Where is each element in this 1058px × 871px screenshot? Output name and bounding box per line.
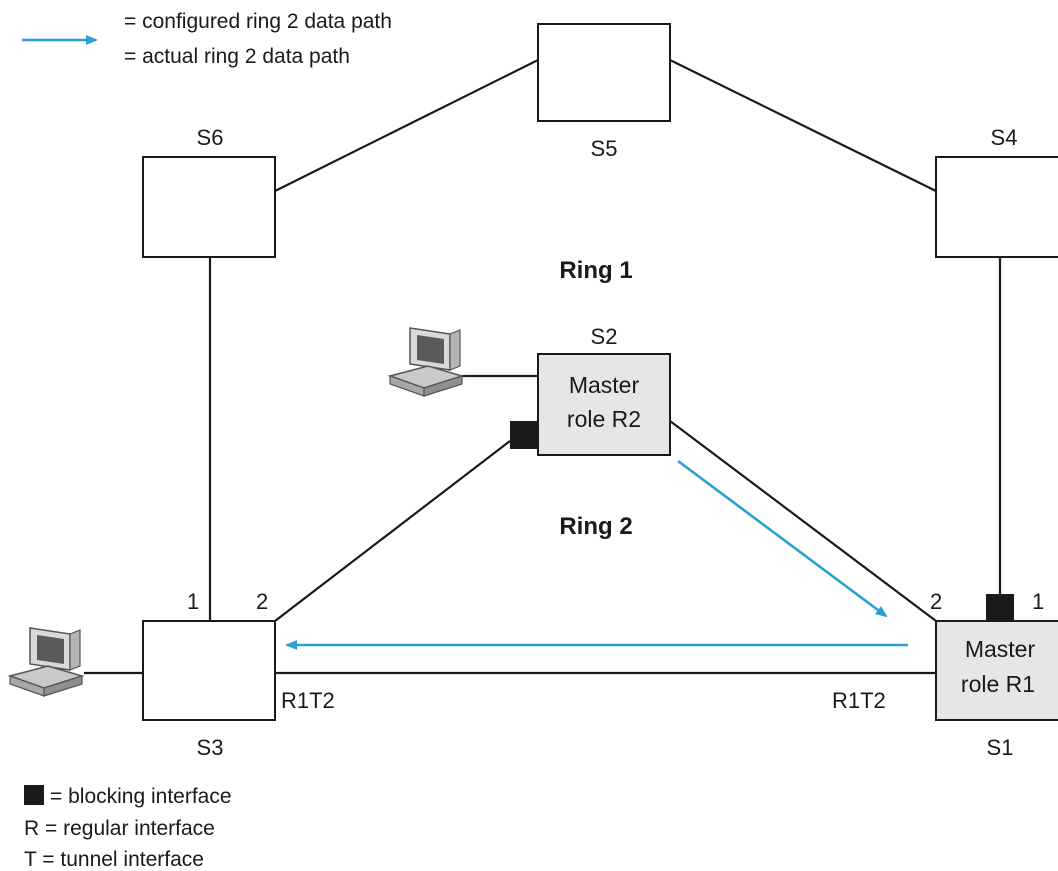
switch-label: S1 [987,735,1014,760]
tunnel-label-s3: R1T2 [281,688,335,713]
port-label-s3-1: 1 [187,589,199,614]
switch-s3: S3 1 2 R1T2 [142,589,335,760]
switch-label: S4 [991,125,1018,150]
link-s2-s1 [669,420,937,622]
link-s6-s5 [274,59,539,192]
computer-icon [7,627,85,697]
switch-label: S5 [591,136,618,161]
switch-s2: S2 Master role R2 [510,324,671,456]
switch-role-line1: Master [965,636,1036,662]
switch-s1: S1 Master role R1 2 1 R1T2 [832,589,1058,760]
switch-box [537,23,671,122]
data-path-s2-to-s1 [677,459,888,618]
ring2-links [274,420,937,675]
switch-label: S6 [197,125,224,150]
switch-s4: S4 [935,125,1058,258]
computer-icon [387,327,465,397]
ring1-links [208,59,1002,621]
switch-label: S2 [591,324,618,349]
blocking-interface-s2 [510,421,538,449]
switch-role-line2: role R1 [961,671,1035,697]
switch-role-line1: Master [569,372,640,398]
legend-blocking: = blocking interface [50,785,232,808]
blocking-interface-s1 [986,594,1014,621]
switch-box [935,156,1058,258]
path-legend: = configured ring 2 data path = actual r… [22,10,392,68]
legend-actual-path: = actual ring 2 data path [124,45,350,68]
ring1-label: Ring 1 [559,257,632,284]
legend-tunnel: T = tunnel interface [24,848,204,871]
legend-configured-path: = configured ring 2 data path [124,10,392,33]
interface-legend: = blocking interface R = regular interfa… [24,785,232,871]
tunnel-label-s1: R1T2 [832,688,886,713]
blocking-legend-swatch [24,785,44,805]
link-s5-s4 [669,59,937,192]
port-label-s3-2: 2 [256,589,268,614]
switch-role-line2: role R2 [567,406,641,432]
port-label-s1-2: 2 [930,589,942,614]
switch-box [537,353,671,456]
switch-box [142,156,276,258]
switch-box [142,620,276,721]
port-label-s1-1: 1 [1032,589,1044,614]
legend-regular: R = regular interface [24,817,215,840]
switch-label: S3 [197,735,224,760]
switch-s6: S6 [142,125,276,258]
switch-s5: S5 [537,23,671,161]
link-s3-s2 [274,440,511,622]
ring2-label: Ring 2 [559,513,632,540]
